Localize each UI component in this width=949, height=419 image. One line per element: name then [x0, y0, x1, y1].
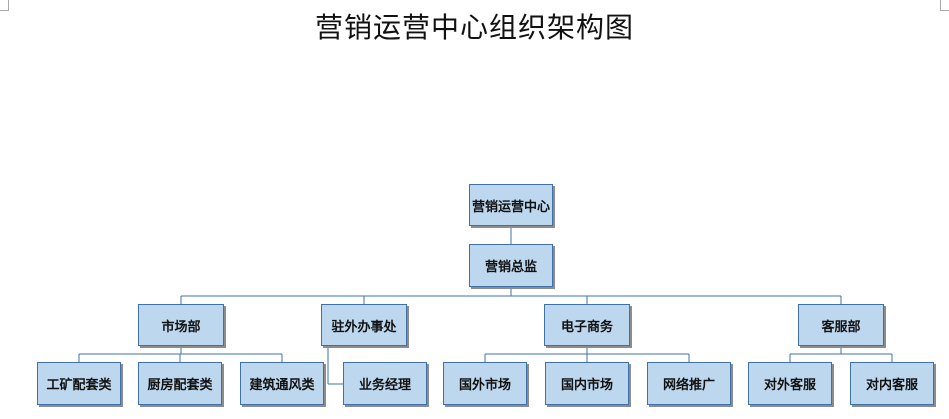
node-team-domestic-market: 国内市场: [545, 362, 629, 405]
crop-mark-top-right: [940, 0, 949, 11]
node-director: 营销总监: [469, 244, 553, 287]
node-root: 营销运营中心: [469, 184, 553, 226]
node-team-overseas-market: 国外市场: [443, 362, 527, 405]
node-dept-office: 驻外办事处: [321, 304, 407, 346]
node-dept-ecommerce: 电子商务: [544, 304, 630, 346]
node-team-industrial: 工矿配套类: [37, 362, 121, 405]
node-team-business-manager: 业务经理: [343, 362, 427, 405]
node-dept-market: 市场部: [138, 304, 224, 346]
node-team-kitchen: 厨房配套类: [138, 362, 222, 405]
chart-title: 营销运营中心组织架构图: [314, 11, 634, 44]
node-team-internal-service: 对内客服: [850, 362, 934, 405]
node-team-online-promotion: 网络推广: [647, 362, 731, 405]
node-team-building: 建筑通风类: [240, 362, 324, 405]
node-team-external-service: 对外客服: [748, 362, 832, 405]
node-dept-service: 客服部: [798, 304, 884, 346]
crop-mark-top-left: [0, 0, 9, 11]
